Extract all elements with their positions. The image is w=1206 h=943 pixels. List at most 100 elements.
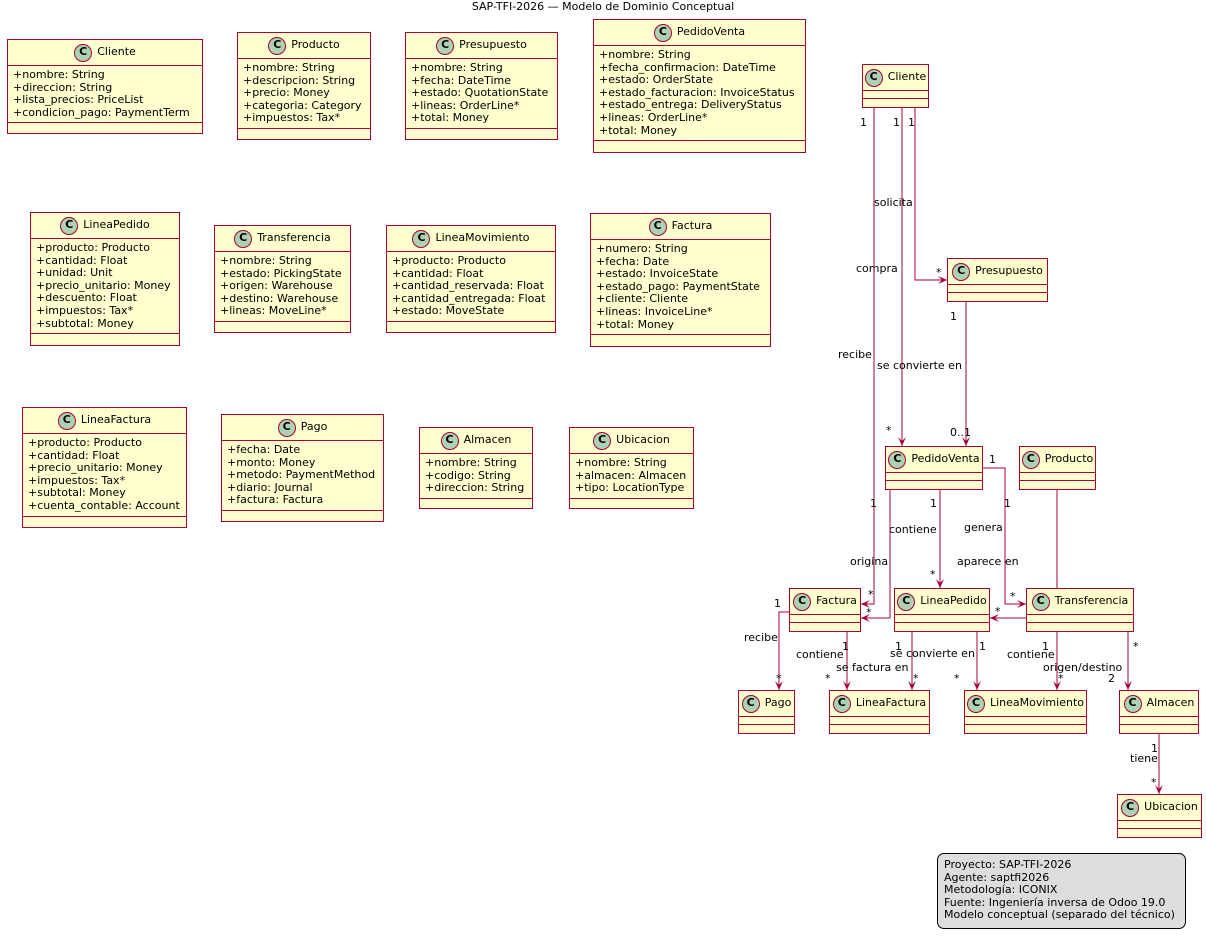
class-c-icon: C bbox=[1123, 694, 1142, 713]
class-name: PedidoVenta bbox=[676, 25, 746, 39]
attribute-list bbox=[1027, 615, 1133, 623]
attribute-list bbox=[1118, 821, 1201, 829]
class-lineamovimiento[interactable]: C LineaMovimiento bbox=[964, 690, 1087, 734]
class-pedidoventa[interactable]: C PedidoVenta bbox=[885, 446, 983, 490]
class-producto[interactable]: C Producto bbox=[1019, 446, 1096, 490]
class-attribute: +impuestos: Tax* bbox=[243, 111, 341, 125]
arrowhead bbox=[861, 600, 870, 608]
class-c-icon: C bbox=[234, 229, 253, 248]
attribute-list bbox=[886, 473, 982, 481]
class-header: C Presupuesto bbox=[406, 33, 557, 59]
association-label: recibe bbox=[838, 348, 872, 361]
class-c-icon: C bbox=[1021, 450, 1040, 469]
class-attribute: +nombre: String bbox=[425, 456, 517, 469]
class-attribute: +fecha_confirmacion: DateTime bbox=[599, 60, 776, 74]
class-c-icon: C bbox=[74, 43, 93, 62]
class-c-icon: C bbox=[436, 36, 455, 55]
note-line: Agente: saptfi2026 bbox=[944, 870, 1050, 884]
multiplicity-target: * bbox=[1010, 590, 1016, 603]
class-attribute: +cliente: Cliente bbox=[596, 292, 689, 306]
class-attribute: +nombre: String bbox=[243, 61, 335, 74]
arrowhead bbox=[936, 579, 944, 588]
association-line bbox=[983, 467, 1026, 605]
arrowhead bbox=[1155, 785, 1163, 794]
class-attribute: +estado_entrega: DeliveryStatus bbox=[599, 98, 782, 112]
class-c-icon: C bbox=[1031, 592, 1050, 611]
arrowhead bbox=[938, 276, 947, 284]
class-c-icon: C bbox=[1121, 798, 1140, 817]
class-attribute: +codigo: String bbox=[425, 468, 511, 482]
class-c-icon: C bbox=[966, 694, 985, 713]
class-attribute: +destino: Warehouse bbox=[220, 291, 339, 305]
class-c-icon: C bbox=[897, 592, 916, 611]
class-transferencia[interactable]: C Transferencia bbox=[1026, 588, 1134, 632]
class-attribute: +diario: Journal bbox=[227, 480, 313, 494]
class-name: LineaFactura bbox=[80, 413, 152, 427]
class-attribute: +producto: Producto bbox=[392, 254, 506, 267]
class-cliente[interactable]: C Cliente +nombre: String+direccion: Strin… bbox=[7, 39, 203, 134]
multiplicity-target: * bbox=[776, 672, 782, 685]
class-c-icon: C bbox=[741, 694, 760, 713]
class-name: Transferencia bbox=[1054, 594, 1129, 608]
class-attribute: +descripcion: String bbox=[243, 73, 356, 87]
class-name: PedidoVenta bbox=[911, 452, 980, 466]
class-c-icon: C bbox=[864, 68, 883, 87]
class-attribute: +impuestos: Tax* bbox=[28, 473, 126, 487]
association-label: se convierte en bbox=[877, 359, 962, 372]
class-attribute: +total: Money bbox=[599, 123, 678, 137]
note-line: Fuente: Ingeniería inversa de Odoo 19.0 bbox=[944, 895, 1166, 909]
class-attribute: +nombre: String bbox=[575, 456, 667, 469]
multiplicity-source: * bbox=[1133, 640, 1139, 653]
attribute-list: +nombre: String+fecha_confirmacion: Date… bbox=[594, 46, 805, 142]
class-name: Cliente bbox=[97, 45, 136, 59]
multiplicity-target: * bbox=[936, 266, 942, 279]
multiplicity-source: 1 bbox=[989, 453, 996, 466]
class-name: LineaMovimiento bbox=[989, 696, 1084, 710]
association-label: contiene bbox=[796, 648, 844, 661]
note-line: Metodología: ICONIX bbox=[944, 883, 1058, 897]
class-name: Presupuesto bbox=[459, 38, 527, 52]
multiplicity-source: 1 bbox=[895, 640, 902, 653]
class-attribute: +nombre: String bbox=[13, 68, 105, 81]
attribute-list bbox=[1020, 473, 1095, 481]
association-label: contiene bbox=[889, 523, 937, 536]
class-attribute: +cantidad: Float bbox=[28, 448, 120, 462]
class-attribute: +subtotal: Money bbox=[28, 486, 126, 500]
project-note: Proyecto: SAP-TFI-2026 Agente: saptfi202… bbox=[937, 853, 1186, 929]
class-attribute: +precio_unitario: Money bbox=[36, 278, 171, 292]
multiplicity-source: 1 bbox=[908, 116, 915, 129]
class-header: C PedidoVenta bbox=[886, 447, 982, 473]
class-attribute: +lineas: MoveLine* bbox=[220, 304, 327, 318]
class-attribute: +fecha: Date bbox=[596, 254, 670, 268]
note-line: Modelo conceptual (separado del técnico) bbox=[944, 908, 1175, 922]
class-c-icon: C bbox=[888, 450, 907, 469]
class-name: Pago bbox=[300, 420, 328, 434]
class-name: Producto bbox=[1044, 452, 1094, 466]
class-attribute: +direccion: String bbox=[13, 80, 113, 94]
class-attribute: +nombre: String bbox=[599, 48, 691, 61]
